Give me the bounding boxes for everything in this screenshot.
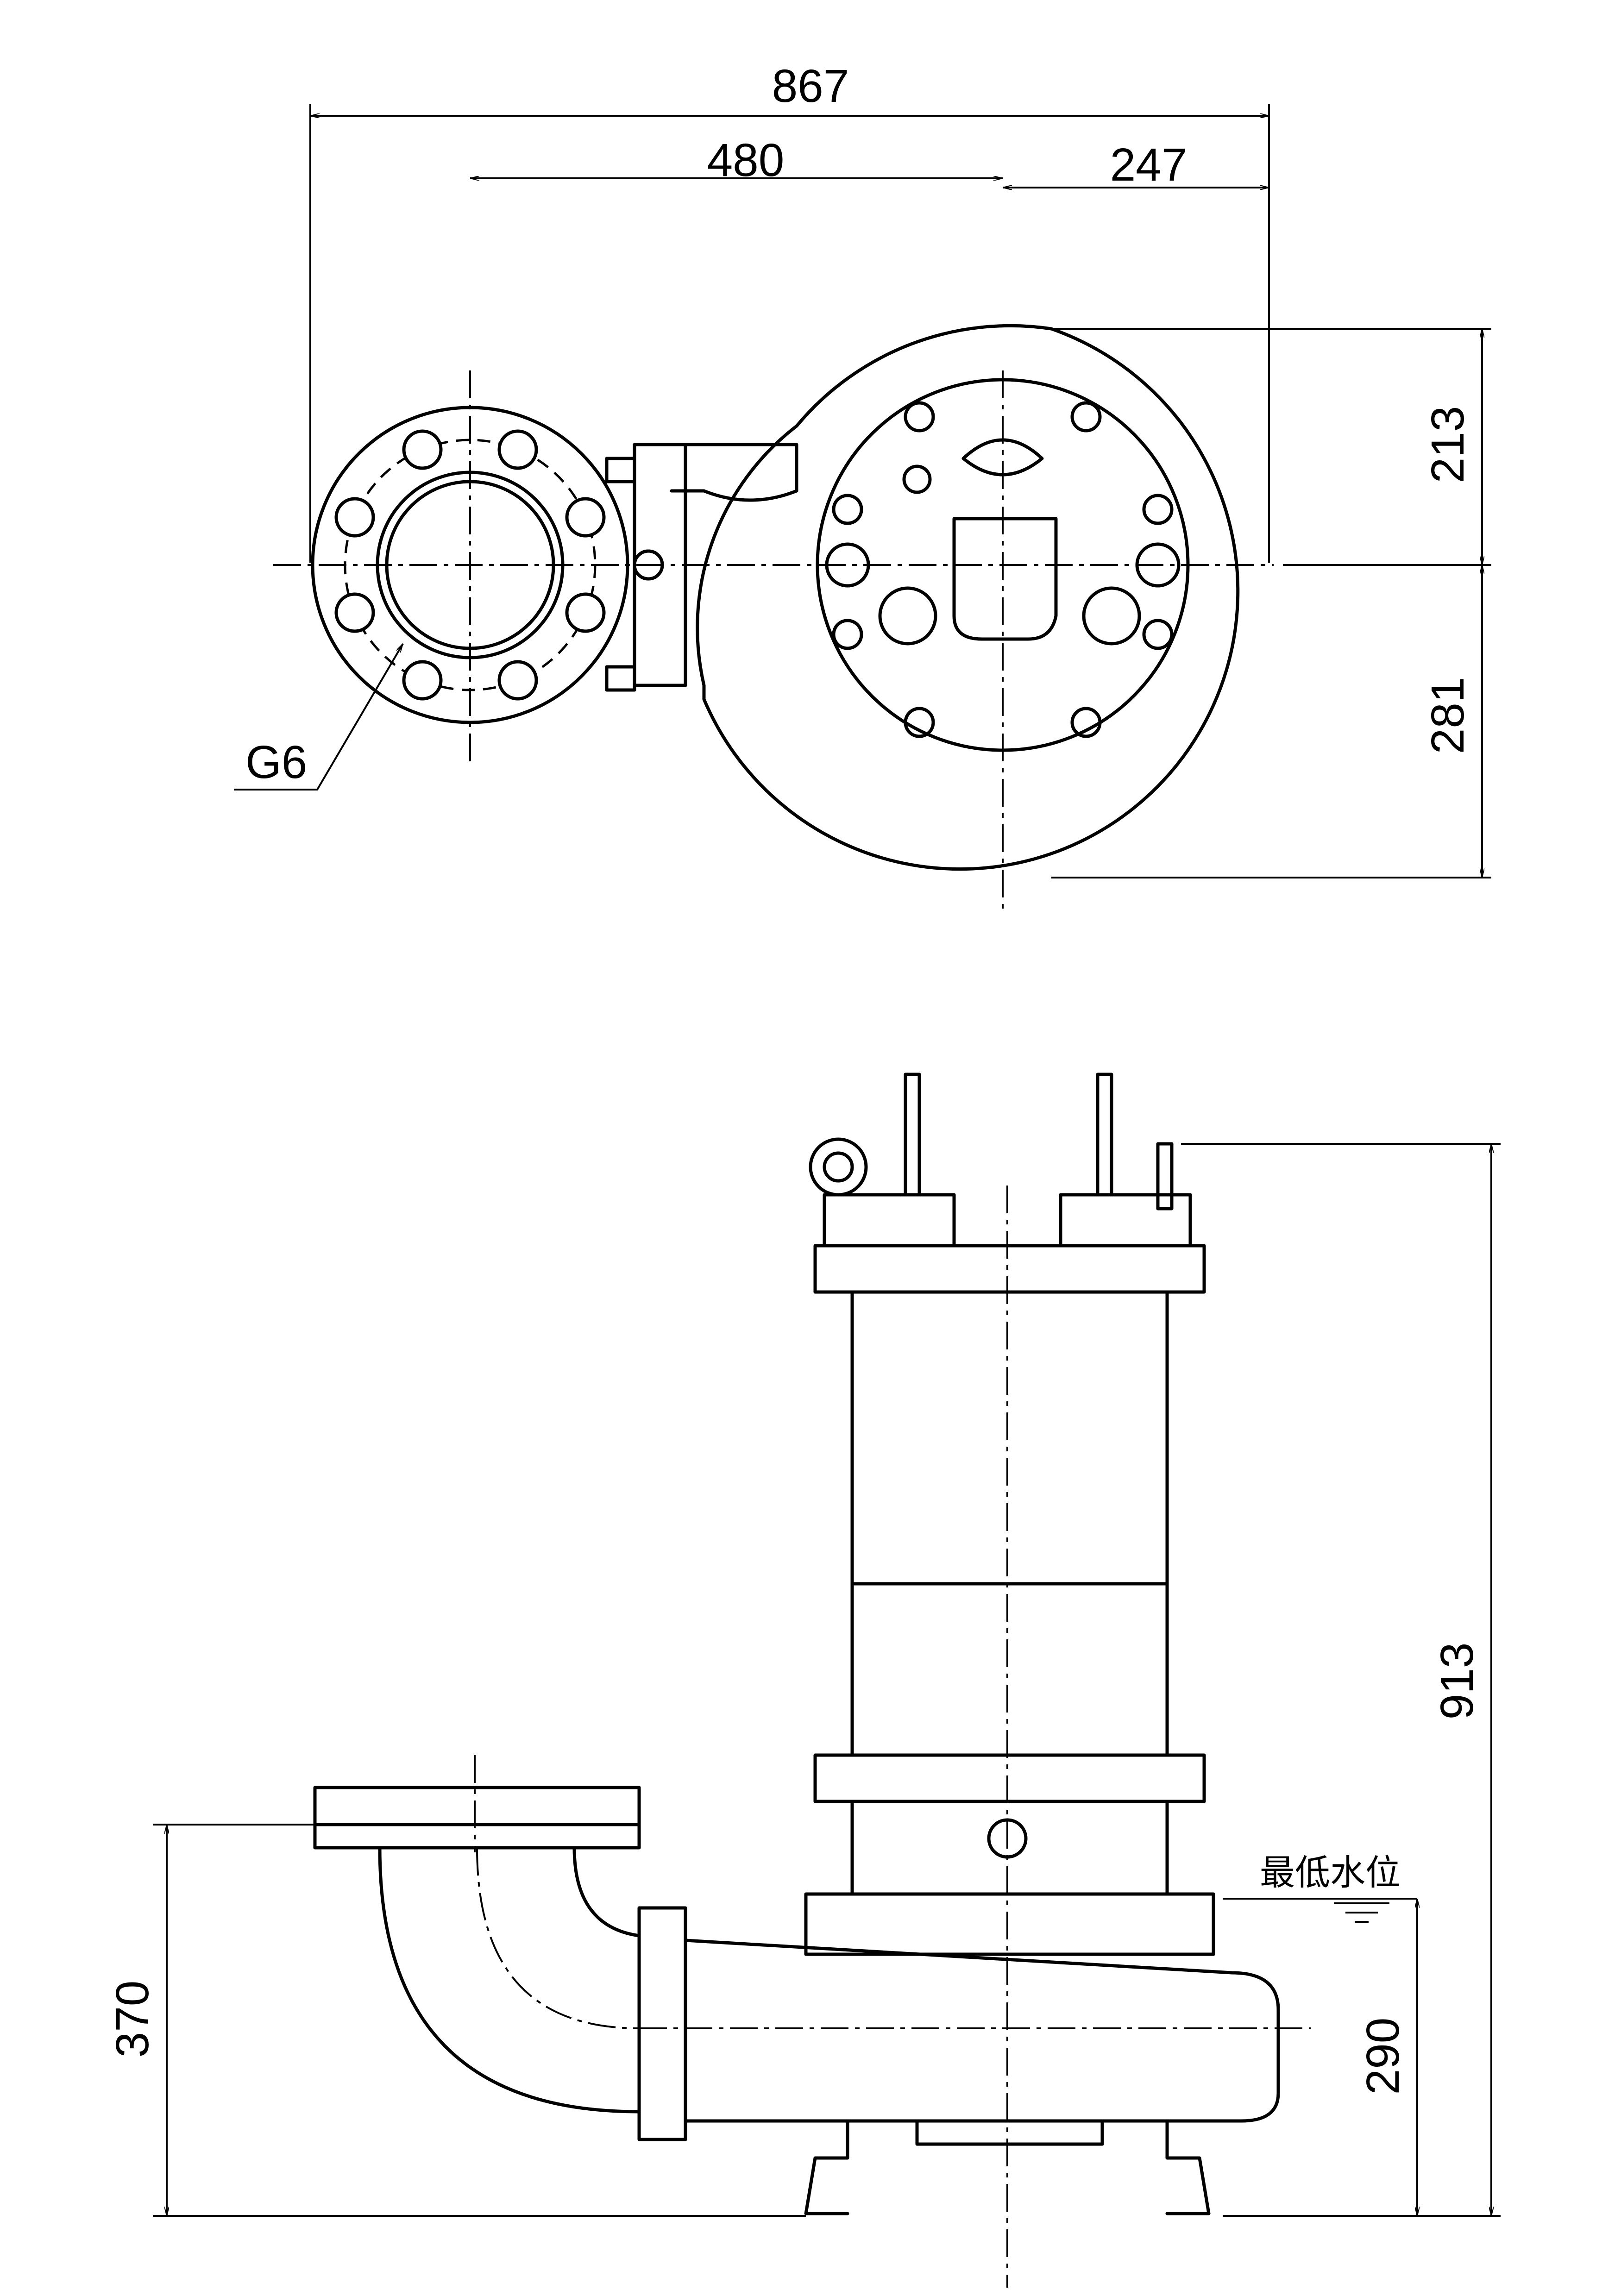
cable-gland [1082,586,1141,646]
flange-bolt [402,660,443,701]
discharge-neck [670,443,798,502]
flange-bolt [497,660,538,701]
motor-bottom-flange [813,1753,1206,1803]
dim-min-water-height: 290 [1357,2018,1409,2095]
dim-center-to-bottom: 281 [1422,677,1474,754]
cover-bolt [1142,494,1174,525]
cover-bolt [1142,619,1174,650]
flange-bolt [565,497,606,538]
discharge-flange-outer [311,406,629,724]
flange-bolt [497,429,538,470]
elbow-flange [313,1786,641,1850]
cable-glands-plan [825,542,1181,646]
flange-center-boss [633,549,664,581]
cover-bolt [1070,707,1102,738]
cable-gland [825,542,870,588]
oil-plug [987,1818,1028,1859]
casing-flange [637,1906,687,2141]
discharge-elbow-inner [572,1846,641,1938]
lifting-eye-plan [961,438,1044,477]
dim-overall-height: 913 [1431,1643,1483,1720]
power-cable-left [904,1073,921,1197]
vent-plug [1156,1142,1174,1211]
cover-bolt [832,494,863,525]
cable-plate [952,517,1058,641]
dim-flange-to-center: 480 [707,134,785,186]
volute-casing-side [684,1938,1280,2123]
cover-bolt [904,401,935,433]
cover-bolt [904,707,935,738]
bolt-circle [344,439,597,691]
g6-leader-line [234,643,404,790]
flange-bolts [334,429,606,701]
motor-frame [850,1290,1169,1757]
lifting-eye-hole [823,1151,854,1183]
cover-bolts [832,401,1174,738]
lifting-eye [809,1137,868,1197]
flange-bore-inner [385,480,555,650]
dim-center-to-right: 247 [1110,139,1187,191]
elevation-view: 913 370 290 最低水位 [107,1073,1501,2288]
flange-label: G6 [245,736,307,788]
flange-bolt [565,592,606,633]
motor-top-cover [816,378,1190,752]
cover-bolt [902,464,932,494]
flange-bore-outer [376,470,565,659]
dim-discharge-height: 370 [107,1981,158,2058]
flange-bolt [334,497,375,538]
flange-nut [605,665,636,692]
volute-casing [696,324,1240,871]
min-water-level-label: 最低水位 [1260,1852,1401,1893]
dim-overall-width: 867 [772,60,849,112]
motor-top-flange [813,1244,1206,1294]
dim-center-to-top: 213 [1422,406,1474,483]
flange-bolt [334,592,375,633]
power-cable-right [1096,1073,1113,1197]
cable-boss-right [1059,1193,1192,1248]
water-level-symbol [1334,1902,1389,1923]
foot-left [804,2119,849,2215]
cover-bolt [1070,401,1102,433]
flange-nut [605,457,636,483]
discharge-elbow-outer [378,1846,641,2114]
cover-bolt [832,619,863,650]
cable-gland [1135,542,1181,588]
foot-right [1165,2119,1211,2215]
plan-view: 867 480 247 213 281 G6 [234,60,1491,912]
elbow-centerline [476,1847,640,2029]
suction-cover [915,2119,1104,2146]
cable-gland [878,586,937,646]
flange-bolt [402,429,443,470]
seal-housing [850,1800,1169,1896]
cable-boss-left [823,1193,956,1248]
casing-cover [804,1892,1215,1956]
